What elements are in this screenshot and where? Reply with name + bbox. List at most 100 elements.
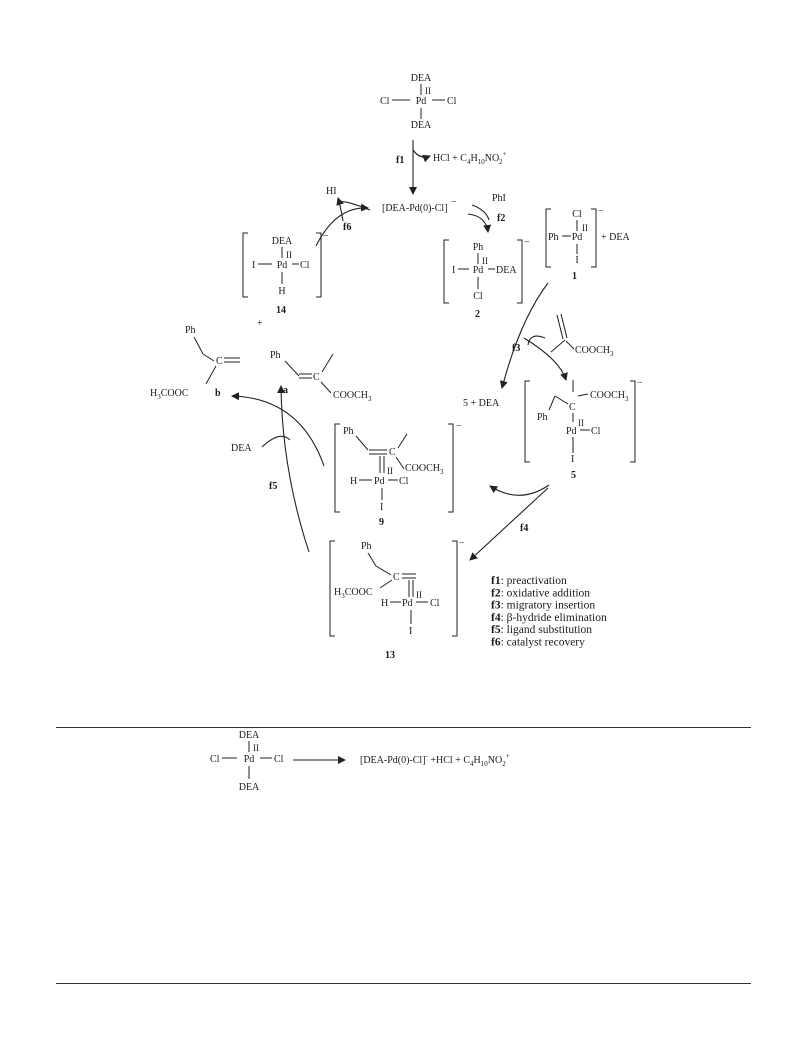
step-f4: f4 (520, 523, 528, 534)
label-compound-5: 5 (571, 470, 576, 481)
ligand-bottom: DEA (411, 120, 432, 131)
svg-text:Cl: Cl (572, 209, 582, 220)
legend-item-f3: f3: migratory insertion (491, 600, 595, 612)
svg-text:Pd: Pd (473, 265, 484, 276)
svg-text:Ph: Ph (548, 232, 559, 243)
svg-text:C: C (216, 356, 223, 367)
arrow-f5-to-b (231, 392, 325, 467)
legend-item-f6: f6: catalyst recovery (491, 637, 585, 649)
arrow-f4 (469, 487, 549, 561)
svg-text:II: II (387, 466, 393, 476)
svg-text:COOCH3: COOCH3 (405, 463, 444, 476)
arrow-mma (527, 335, 546, 346)
pd0-charge: − (451, 197, 457, 208)
svg-text:Cl: Cl (473, 291, 483, 302)
svg-text:Pd: Pd (566, 426, 577, 437)
svg-text:−: − (459, 538, 465, 549)
legend-item-f4: f4: β-hydride elimination (491, 612, 607, 624)
preactivation-equation: DEA II Cl Pd Cl DEA [DEA-Pd(0)-Cl]- +HCl… (210, 730, 510, 793)
svg-text:C: C (389, 447, 396, 458)
chloride-right: Cl (447, 96, 457, 107)
svg-text:I: I (571, 454, 574, 465)
svg-text:H: H (278, 286, 285, 297)
label-compound-14: 14 (276, 305, 286, 316)
step-f3: f3 (512, 343, 520, 354)
svg-text:I: I (575, 255, 578, 266)
svg-text:II: II (578, 418, 584, 428)
svg-text:II: II (416, 590, 422, 600)
dea-reagent: DEA (231, 443, 252, 454)
pd0-complex: [DEA-Pd(0)-Cl] (382, 203, 448, 214)
label-compound-9: 9 (379, 517, 384, 528)
svg-text:Ph: Ph (185, 325, 196, 336)
svg-text:Cl: Cl (430, 598, 440, 609)
svg-text:H3COOC: H3COOC (150, 388, 189, 401)
svg-text:Cl: Cl (399, 476, 409, 487)
complex-5: − COOCH3 Ph C II Pd Cl I 5 (524, 378, 643, 481)
arrow-f5-to-a (277, 385, 310, 553)
svg-text:−: − (637, 378, 643, 389)
label-compound-13: 13 (385, 650, 395, 661)
arrow-f1-byproduct (412, 149, 431, 163)
arrow-f3-to-5dea (499, 282, 549, 389)
svg-text:H: H (350, 476, 357, 487)
svg-text:−: − (456, 421, 462, 432)
label-compound-1: 1 (572, 271, 577, 282)
arrow-f3 (523, 337, 568, 381)
svg-text:C: C (393, 572, 400, 583)
svg-text:I: I (409, 626, 412, 637)
svg-text:II: II (582, 223, 588, 233)
equation-products: [DEA-Pd(0)-Cl]- +HCl + C4H10NO2+ (360, 752, 510, 768)
phi-reagent: PhI (492, 193, 506, 204)
svg-text:Ph: Ph (343, 426, 354, 437)
complex-13: − Ph C H3COOC II H Pd Cl I 13 (329, 538, 465, 661)
svg-text:−: − (598, 206, 604, 217)
precatalyst-pdcl2dea2: DEA II Cl Pd Cl DEA (380, 73, 457, 131)
svg-text:−: − (524, 237, 530, 248)
complex-9: − Ph C COOCH3 II H Pd Cl I 9 (334, 421, 462, 528)
legend-item-f1: f1: preactivation (491, 575, 567, 587)
svg-text:Pd: Pd (374, 476, 385, 487)
svg-text:Ph: Ph (537, 412, 548, 423)
svg-text:Cl: Cl (591, 426, 601, 437)
svg-text:Pd: Pd (402, 598, 413, 609)
svg-text:C: C (313, 372, 320, 383)
arrow-hi (336, 197, 345, 222)
arrow-f2 (467, 213, 492, 233)
methyl-methacrylate: COOCH3 (550, 313, 614, 358)
svg-text:Pd: Pd (244, 754, 255, 765)
legend-item-f5: f5: ligand substitution (491, 624, 592, 636)
svg-text:COOCH3: COOCH3 (333, 390, 372, 403)
ligand-top: DEA (411, 73, 432, 84)
rule-top (56, 727, 751, 728)
svg-text:+: + (257, 318, 263, 329)
step-f6: f6 (343, 222, 351, 233)
svg-text:I: I (380, 502, 383, 513)
svg-text:DEA: DEA (239, 730, 260, 741)
five-plus-dea: 5 + DEA (463, 398, 500, 409)
arrow-5-to-9 (489, 484, 550, 496)
arrow-f6 (315, 203, 369, 247)
svg-text:+ DEA: + DEA (601, 232, 630, 243)
svg-text:Pd: Pd (277, 260, 288, 271)
step-f1: f1 (396, 155, 404, 166)
svg-text:DEA: DEA (496, 265, 517, 276)
svg-text:DEA: DEA (272, 236, 293, 247)
label-product-a: a (283, 385, 288, 396)
legend-item-f2: f2: oxidative addition (491, 587, 590, 599)
step-f2: f2 (497, 213, 505, 224)
svg-text:−: − (323, 231, 329, 242)
svg-text:COOCH3: COOCH3 (590, 390, 629, 403)
svg-text:Ph: Ph (473, 242, 484, 253)
complex-2: − Ph II I Pd DEA Cl 2 (443, 237, 530, 320)
step-f5: f5 (269, 481, 277, 492)
svg-text:H: H (381, 598, 388, 609)
product-a: Ph C COOCH3 a (270, 350, 372, 403)
complex-14: − DEA II I Pd Cl H 14 + (242, 231, 329, 329)
svg-text:C: C (569, 402, 576, 413)
svg-text:Pd: Pd (572, 232, 583, 243)
oxidation-state: II (425, 86, 431, 96)
